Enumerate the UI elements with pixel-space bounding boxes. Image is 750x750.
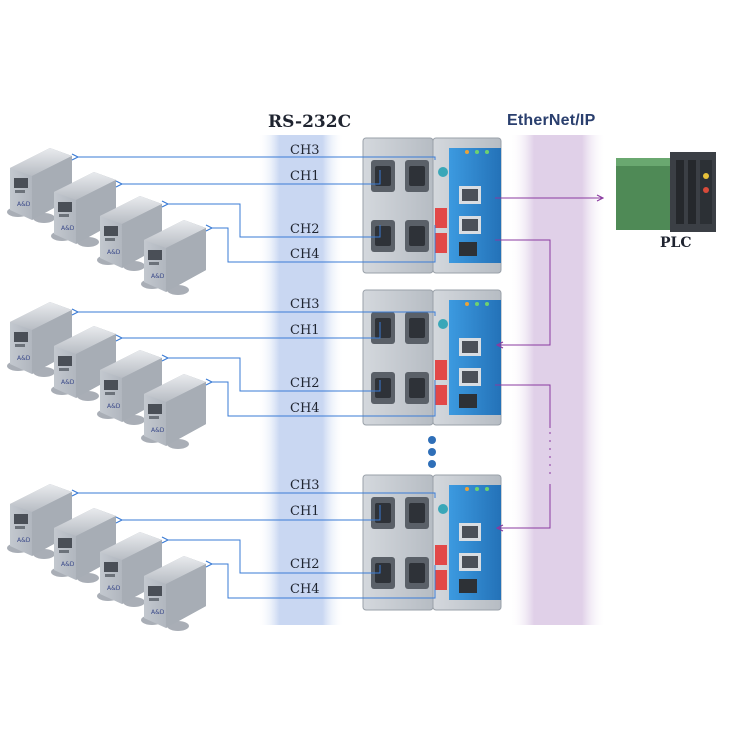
- ethernet-ip-band: [510, 135, 606, 625]
- scale-group-2: [7, 302, 206, 449]
- rs232c-band: [258, 135, 344, 625]
- ethernet-ip-header: EtherNet/IP: [507, 112, 596, 129]
- channel-label: CH3: [290, 297, 320, 312]
- scale-group-3: [7, 484, 206, 631]
- channel-label: CH3: [290, 143, 320, 158]
- channel-label: CH3: [290, 478, 320, 493]
- scale-group-1: [7, 148, 206, 295]
- plc-label: PLC: [660, 235, 692, 251]
- converter-unit-1: [362, 137, 502, 274]
- converter-unit-3: [362, 474, 502, 611]
- channel-label: CH1: [290, 323, 320, 338]
- rs232c-lines: [78, 157, 436, 599]
- ellipsis-dot: [428, 436, 436, 444]
- converter-unit-2: [362, 289, 502, 426]
- ellipsis-dot: [428, 460, 436, 468]
- rs232c-header: RS-232C: [268, 112, 352, 132]
- channel-label: CH4: [290, 401, 320, 416]
- channel-label: CH4: [290, 247, 320, 262]
- ellipsis-dot: [428, 448, 436, 456]
- channel-label: CH1: [290, 169, 320, 184]
- ethernet-ip-lines: [495, 198, 603, 528]
- channel-label: CH2: [290, 376, 320, 391]
- plc-device: [616, 152, 716, 232]
- channel-label: CH1: [290, 504, 320, 519]
- channel-label: CH2: [290, 557, 320, 572]
- channel-label: CH4: [290, 582, 320, 597]
- channel-label: CH2: [290, 222, 320, 237]
